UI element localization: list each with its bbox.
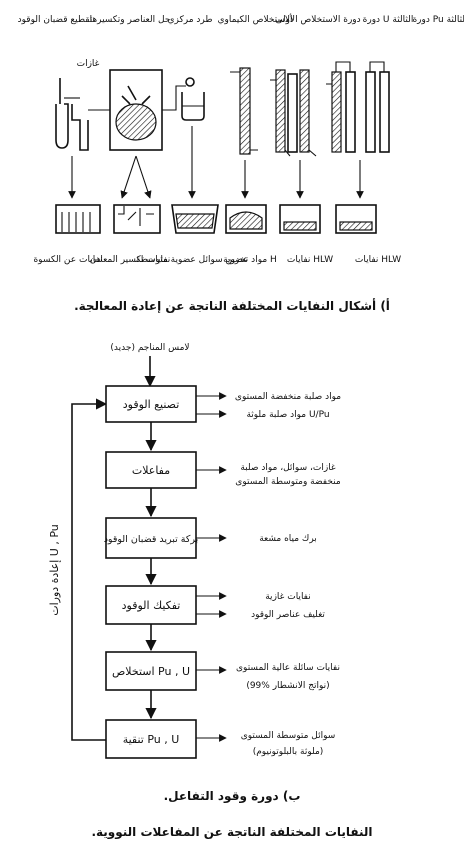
output-arrows	[196, 392, 227, 742]
part-a-arrows	[68, 126, 364, 199]
stage-4-output-1: نفايات غازية	[265, 592, 311, 602]
stage-2-output-1: غازات، سوائل، مواد صلبة	[240, 463, 336, 473]
off-gas-label: غازات	[77, 59, 100, 69]
top-label-u-cycle: دورة U الثالثة	[363, 15, 414, 25]
stage-5: استخلاص Pu , U	[105, 651, 197, 691]
top-label-first-extraction: دورة الاستخلاص الأولى	[275, 13, 360, 25]
chemical-extraction-column	[230, 67, 258, 155]
stage-3-label: بركة تبريد قضبان الوقود	[104, 534, 199, 545]
first-extraction-columns	[270, 69, 317, 157]
dissolver-equipment	[88, 69, 186, 151]
stage-6-label: تنقية Pu , U	[123, 733, 180, 746]
figure-caption: النفايات المختلفة الناتجة عن المفاعلات ا…	[91, 825, 372, 840]
stage-5-output-2: (99% نواتج الانشطار)	[246, 681, 329, 691]
waste-containers	[55, 204, 377, 234]
stage-5-label: استخلاص Pu , U	[112, 665, 190, 678]
top-label-dissolver: حل العناصر وتكسيرها	[90, 15, 171, 25]
caption-part-b: ب) دورة وقود التفاعل.	[164, 789, 301, 804]
part-a: دورة Pu الثالثة دورة U الثالثة دورة الاس…	[18, 13, 464, 313]
stage-2-label: مفاعلات	[132, 464, 170, 477]
input-label: لامس المناجم (جديد)	[110, 343, 189, 353]
stage-1-output-1: مواد صلبة منخفضة المستوى	[235, 392, 341, 402]
caption-part-a: أ) أشكال النفايات المختلفة الناتجة عن إع…	[74, 298, 390, 313]
stage-3: بركة تبريد قضبان الوقود	[104, 517, 199, 559]
stage-4-label: تفكيك الوقود	[122, 599, 181, 612]
bottom-label-cladding: نفايات عن الكسوة	[33, 255, 102, 265]
centrifuge-equipment	[181, 77, 205, 121]
chopper-equipment	[55, 78, 89, 151]
stage-1-output-2: مواد صلبة ملوثة U/Pu	[246, 410, 329, 420]
bottom-label-hlw-pu: نفايات HLW	[355, 255, 401, 265]
top-label-chopper: تقطيع قضبان الوقود	[18, 15, 93, 25]
bottom-label-hlw-u: نفايات HLW	[287, 255, 333, 265]
stage-3-output-1: برك مياه مشعة	[259, 534, 317, 544]
bottom-label-organic-h: مواد عضوية H	[223, 255, 277, 265]
top-label-pu-cycle: دورة Pu الثالثة	[412, 15, 464, 25]
pu-cycle-columns	[365, 61, 390, 153]
recycle-label: إعادة دورات U , Pu	[48, 524, 61, 616]
top-label-centrifuge: طرد مركزي	[167, 15, 212, 25]
stage-2-output-2: منخفضة ومتوسطة المستوى	[235, 477, 341, 487]
stage-4: تفكيك الوقود	[105, 585, 197, 625]
stage-1-label: تصنيع الوقود	[123, 398, 180, 411]
part-b: لامس المناجم (جديد) إعادة دورات U , Pu ت…	[48, 343, 341, 804]
stage-5-output-1: نفايات سائلة عالية المستوى	[236, 663, 340, 673]
recycle-loop	[71, 398, 108, 741]
top-label-chemical-extraction: الاستخلاص الكيماوي	[217, 15, 292, 25]
stage-4-output-2: تغليف عناصر الوقود	[251, 610, 325, 620]
stage-6-output-2: (ملوثة بالبلوتونيوم)	[253, 747, 324, 757]
bottom-label-organic-liquids: تخزين سوائل عضوية متوسطة	[136, 255, 249, 265]
stage-6: تنقية Pu , U	[105, 719, 197, 759]
stage-1: تصنيع الوقود	[105, 385, 197, 423]
stage-6-output-1: سوائل متوسطة المستوى	[241, 731, 336, 741]
bottom-label-metal-waste: نفايات تكسير المعادن	[90, 255, 171, 265]
stage-2: مفاعلات	[105, 451, 197, 489]
u-cycle-columns	[326, 61, 356, 153]
